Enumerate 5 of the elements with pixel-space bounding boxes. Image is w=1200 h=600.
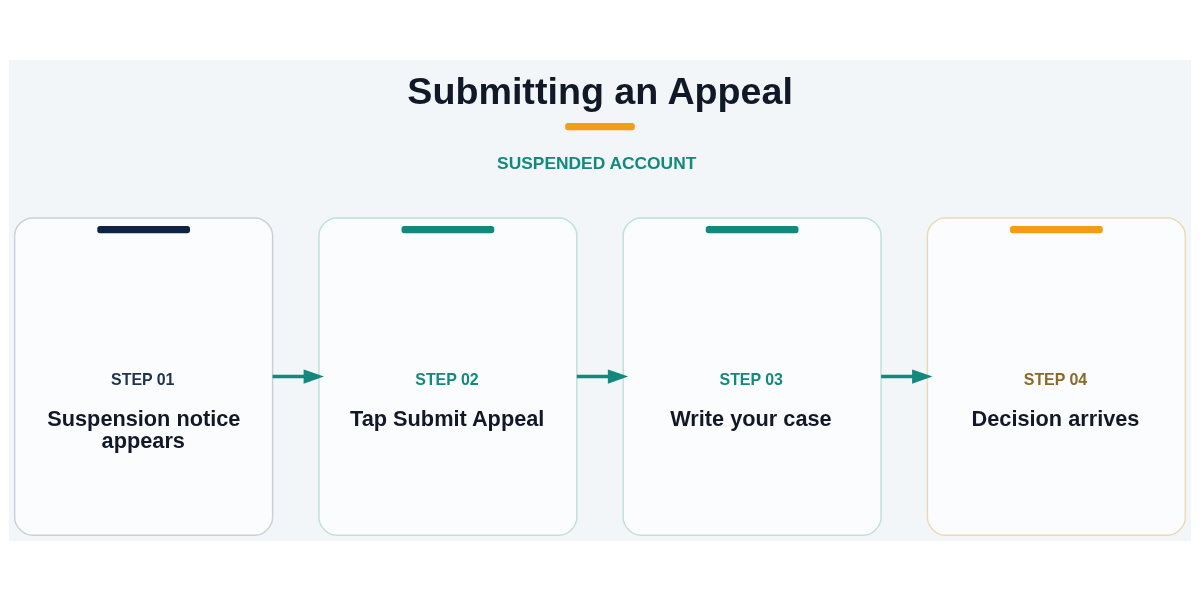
arrow xyxy=(272,368,324,384)
arrow xyxy=(576,368,629,384)
label: SUSPENDED ACCOUNT xyxy=(497,152,697,173)
diagram-title: Submitting an Appeal xyxy=(407,69,793,112)
arrow xyxy=(881,368,933,384)
